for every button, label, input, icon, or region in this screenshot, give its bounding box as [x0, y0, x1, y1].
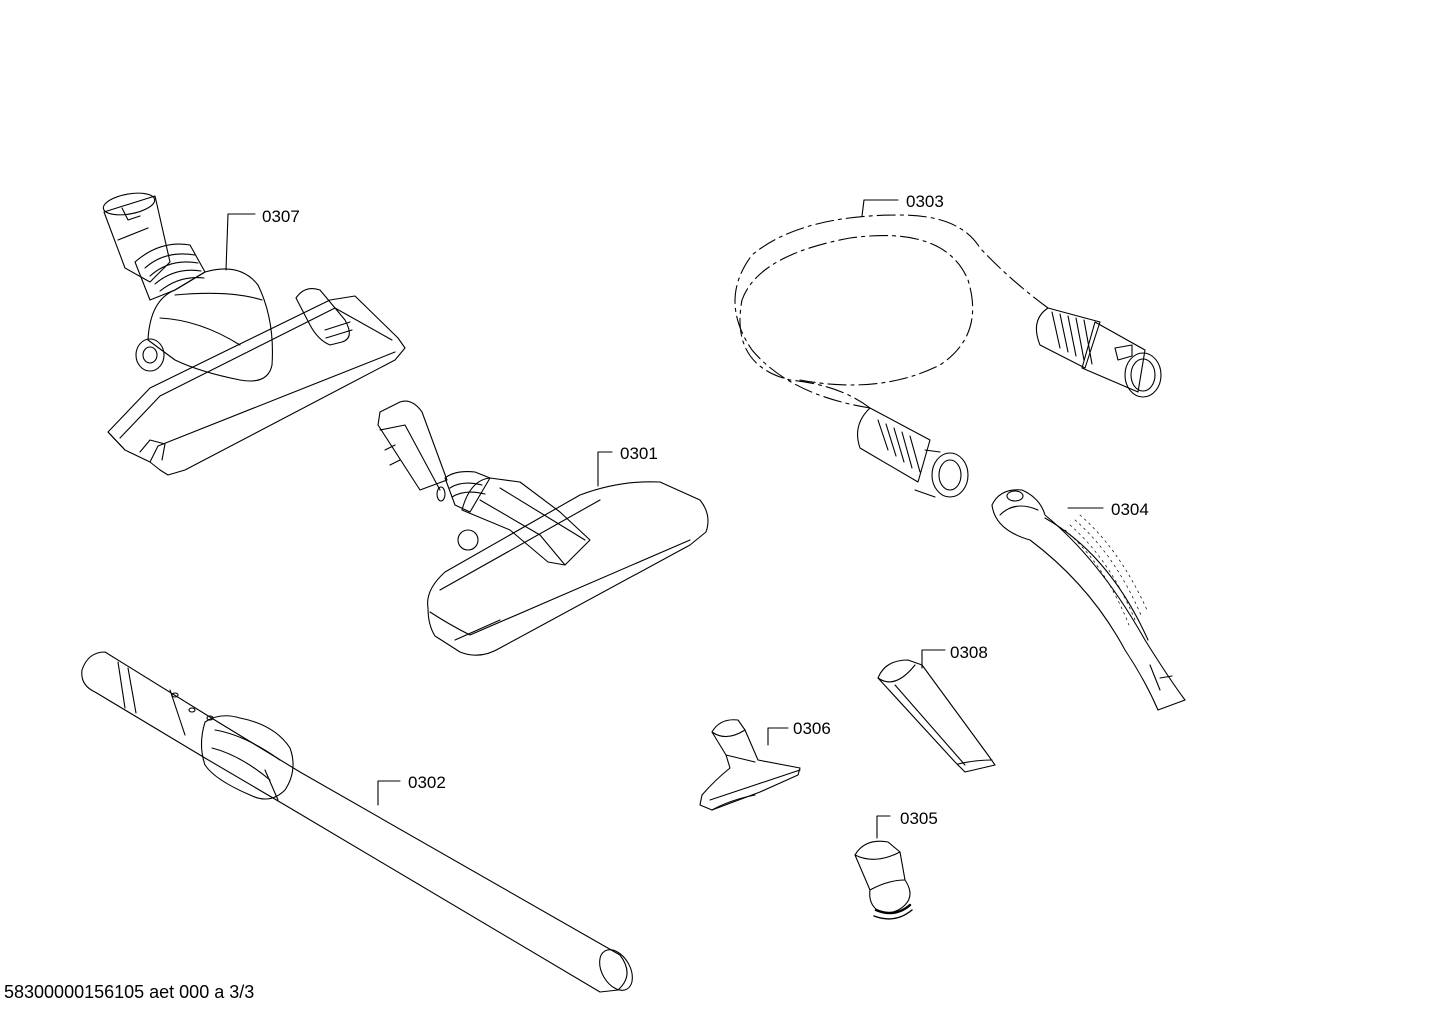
telescopic-tube-drawing	[82, 652, 639, 996]
part-label-0303: 0303	[906, 192, 944, 211]
document-id-footer: 58300000156105 aet 000 a 3/3	[4, 982, 255, 1002]
floor-nozzle-drawing	[378, 401, 708, 655]
brush-adapter-drawing	[855, 841, 912, 919]
part-label-0308: 0308	[950, 643, 988, 662]
crevice-tool-drawing	[878, 660, 995, 772]
part-label-0301: 0301	[620, 444, 658, 463]
part-label-0305: 0305	[900, 809, 938, 828]
part-label-0304: 0304	[1111, 500, 1149, 519]
handle-drawing	[992, 490, 1185, 710]
hose-drawing	[735, 215, 1161, 497]
part-label-0302: 0302	[408, 773, 446, 792]
part-label-0306: 0306	[793, 719, 831, 738]
floor-nozzle-large-drawing	[102, 190, 405, 475]
part-label-0307: 0307	[262, 207, 300, 226]
leader-lines	[226, 200, 1103, 838]
upholstery-nozzle-drawing	[700, 720, 800, 810]
